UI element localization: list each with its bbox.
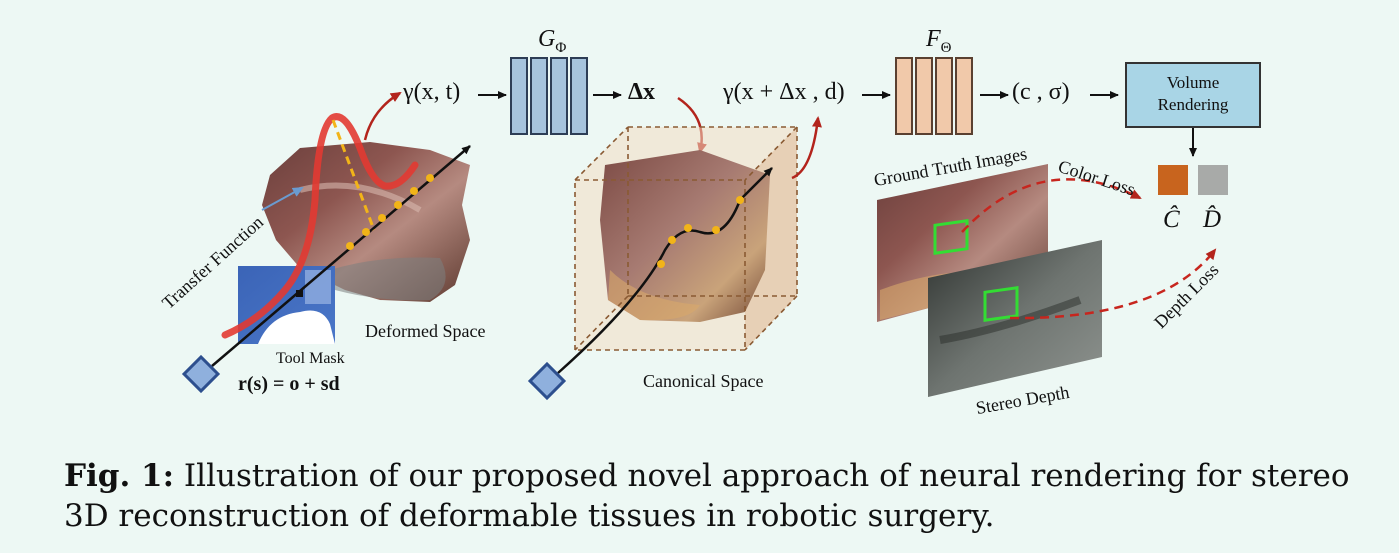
figure-caption: Fig. 1: Illustration of our proposed nov… — [64, 456, 1364, 536]
label-d-hat: D̂ — [1203, 206, 1222, 233]
label-gamma-x-t: γ(x, t) — [403, 79, 461, 105]
volume-rendering-label: Volume Rendering — [1157, 73, 1229, 114]
diagram-canvas — [181, 57, 1261, 401]
mlp-f-theta — [895, 57, 973, 135]
label-tool-mask: Tool Mask — [276, 350, 345, 367]
label-ray-equation: r(s) = o + sd — [238, 373, 340, 395]
label-f-theta: FΘ — [926, 26, 952, 56]
red-arrow-canonical-to-encoding — [791, 116, 822, 180]
caption-text: Illustration of our proposed novel appro… — [64, 458, 1350, 534]
camera-ray-deformed — [181, 145, 471, 394]
label-gamma-canonical: γ(x + Δx , d) — [723, 79, 845, 105]
color-loss-arrow — [961, 178, 1142, 233]
method-diagram: GΦ FΘ γ(x, t) Δx γ(x + Δx , d) (c , σ) V… — [158, 26, 1261, 418]
label-c-sigma: (c , σ) — [1012, 79, 1070, 105]
caption-prefix: Fig. 1: — [64, 458, 175, 494]
label-c-hat: Ĉ — [1163, 206, 1180, 233]
red-arrow-to-encoding — [363, 91, 402, 141]
mlp-g-phi — [510, 57, 588, 135]
transfer-function-dash — [331, 119, 376, 231]
depth-swatch — [1198, 165, 1228, 195]
color-swatch — [1158, 165, 1188, 195]
label-deformed-space: Deformed Space — [365, 321, 486, 341]
label-g-phi: GΦ — [538, 26, 567, 56]
transfer-function-curve — [221, 113, 419, 339]
label-delta-x: Δx — [628, 79, 656, 105]
volume-rendering-box — [1125, 62, 1261, 128]
transfer-function-pointer — [261, 187, 304, 211]
depth-loss-arrow — [1009, 248, 1217, 320]
label-canonical-space: Canonical Space — [643, 371, 764, 391]
sample-points-deformed — [346, 174, 434, 250]
sample-points-canonical — [657, 196, 744, 268]
canonical-space-cube — [574, 126, 798, 351]
